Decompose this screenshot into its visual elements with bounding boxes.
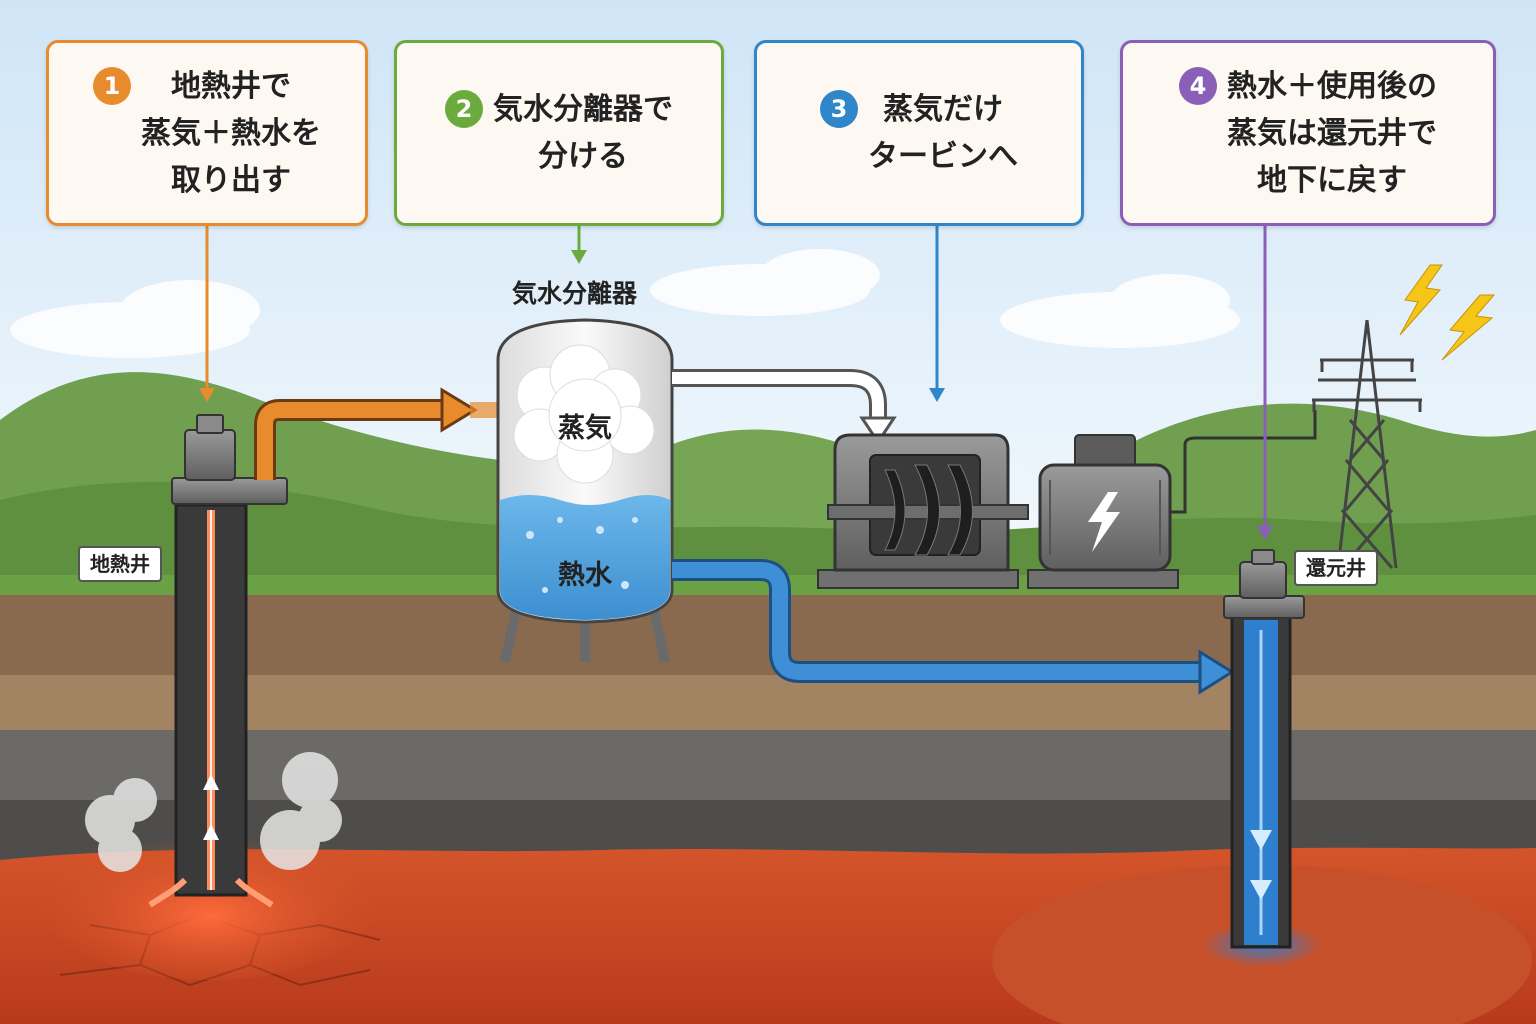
step-text: 気水分離器で 分ける <box>493 92 673 174</box>
clouds <box>10 249 1240 358</box>
downflow-arrow <box>1250 880 1272 900</box>
lightning-bolt-icon <box>1399 264 1496 361</box>
upflow-arrows <box>148 510 274 908</box>
reinjection-wellhead <box>1239 561 1287 599</box>
production-well-label: 地熱井 <box>78 546 162 582</box>
steam-label: 蒸気 <box>558 413 612 444</box>
step-box-1: 1 地熱井で 蒸気＋熱水を 取り出す <box>46 40 368 226</box>
step-text: 熱水＋使用後の 蒸気は還元井で 地下に戻す <box>1227 68 1437 198</box>
connector-arrow-3 <box>929 225 945 402</box>
turbine-steam-pipe <box>672 372 884 425</box>
wellhead-cap <box>196 414 224 434</box>
pipe-arrowhead <box>1198 649 1235 695</box>
steam-puffs <box>85 752 342 872</box>
power-tower-icon <box>1312 319 1422 569</box>
steam-pipe <box>257 402 460 480</box>
hot-water-label: 熱水 <box>558 560 612 591</box>
connector-arrow-4 <box>1257 225 1273 540</box>
steam-cloud <box>513 344 655 484</box>
step-number-badge: 4 <box>1179 66 1217 105</box>
step-text: 地熱井で 蒸気＋熱水を 取り出す <box>141 68 321 198</box>
downflow-arrow <box>1250 830 1272 850</box>
wellhead-base <box>171 477 288 505</box>
connector-arrow-2 <box>571 225 587 264</box>
connector-arrow-1 <box>199 225 215 402</box>
lightning-bolt-icon <box>1088 492 1120 552</box>
droplets <box>526 517 638 593</box>
separator-tank <box>496 318 674 664</box>
water-pipe <box>672 562 1215 680</box>
step-number-badge: 2 <box>445 90 483 128</box>
step-box-3: 3 蒸気だけ タービンへ <box>754 40 1084 226</box>
step-number-badge: 1 <box>93 66 131 105</box>
power-cable <box>1170 410 1317 514</box>
reinjection-wellhead-cap <box>1251 549 1275 565</box>
step-text: 蒸気だけ タービンへ <box>868 92 1018 174</box>
step-box-2: 2 気水分離器で 分ける <box>394 40 724 226</box>
pipe-arrowhead <box>859 416 897 445</box>
turbine <box>817 433 1029 589</box>
reinjection-well-label: 還元井 <box>1294 550 1378 586</box>
reinjection-wellhead-base <box>1223 595 1305 619</box>
generator <box>1027 434 1179 589</box>
wellhead <box>184 429 236 481</box>
separator-label: 気水分離器 <box>512 279 638 308</box>
pipe-arrowhead <box>440 387 478 433</box>
step-box-4: 4 熱水＋使用後の 蒸気は還元井で 地下に戻す <box>1120 40 1496 226</box>
step-number-badge: 3 <box>820 90 858 128</box>
